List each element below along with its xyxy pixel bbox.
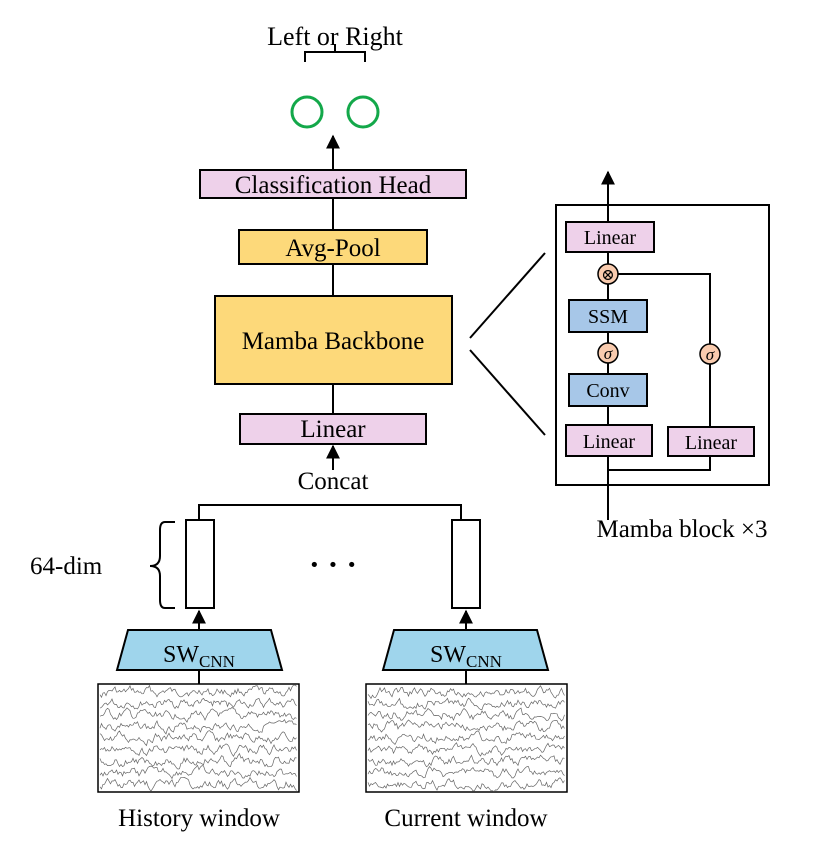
feature-vector-history [185,519,215,609]
ssm-label: SSM [588,306,628,328]
gate-branch [618,273,711,427]
output-node-right [346,95,380,129]
mamba-linear-top-label: Linear [584,227,637,249]
ssm-box [568,299,648,333]
eeg-trace [99,718,297,735]
current-window-frame [365,683,568,793]
sigma-op-gate-symbol: σ [706,345,715,364]
avg-pool-label: Avg-Pool [285,235,380,262]
eeg-trace [367,707,565,722]
mamba-block-caption: Mamba block ×3 [596,516,767,543]
eeg-trace [99,764,297,780]
input-split [608,456,711,471]
output-brace [304,44,366,62]
classification-head-label: Classification Head [235,172,432,199]
history-window-frame [97,683,300,793]
cnn-encoder-current-label: SWCNN [430,642,502,671]
mamba-backbone-label: Mamba Backbone [242,328,425,355]
linear-box [239,413,427,445]
eeg-trace [367,754,565,768]
classification-head-box [199,169,467,199]
mamba-linear-left-label: Linear [583,431,636,453]
eeg-trace [99,706,297,723]
eeg-trace [367,777,565,793]
eeg-trace [99,776,297,792]
cnn-encoder-history [115,629,284,671]
eeg-trace [99,684,297,699]
cnn-encoder-history-label: SWCNN [163,642,235,671]
dim-label: 64-dim [30,553,103,580]
avg-pool-box [238,229,428,265]
eeg-trace [367,730,565,745]
eeg-trace [99,752,297,770]
mamba-linear-top-box [565,221,655,253]
concat-bracket [198,504,462,520]
current-window-signal [367,685,565,793]
multiply-op-symbol: ⊗ [601,267,614,284]
zoom-line-bottom [469,349,546,436]
conv-box [568,373,648,407]
current-window-label: Current window [384,805,547,832]
sigma-op-main [597,342,619,364]
linear-label: Linear [300,416,366,443]
output-node-left [290,95,324,129]
mamba-linear-right-box [667,426,755,457]
eeg-trace [367,685,565,700]
dim-brace [149,521,175,609]
sigma-op-main-symbol: σ [604,344,613,363]
mamba-linear-right-label: Linear [685,432,738,454]
eeg-trace [99,697,297,710]
eeg-trace [99,743,297,758]
mamba-backbone-box [214,295,453,385]
cnn-encoder-current [381,629,550,671]
eeg-trace [99,730,297,747]
concat-label: Concat [298,468,369,495]
eeg-trace [367,766,565,779]
sigma-op-gate [699,343,721,365]
zoom-line-top [469,252,546,339]
history-window-signal [99,684,297,792]
conv-label: Conv [586,380,629,402]
feature-vector-current [451,519,481,609]
multiply-op [597,263,619,285]
eeg-trace [367,742,565,757]
eeg-trace [367,697,565,710]
history-window-label: History window [118,805,280,832]
ellipsis: · · · [309,546,357,582]
mamba-linear-left-box [565,424,653,457]
eeg-trace [367,719,565,733]
